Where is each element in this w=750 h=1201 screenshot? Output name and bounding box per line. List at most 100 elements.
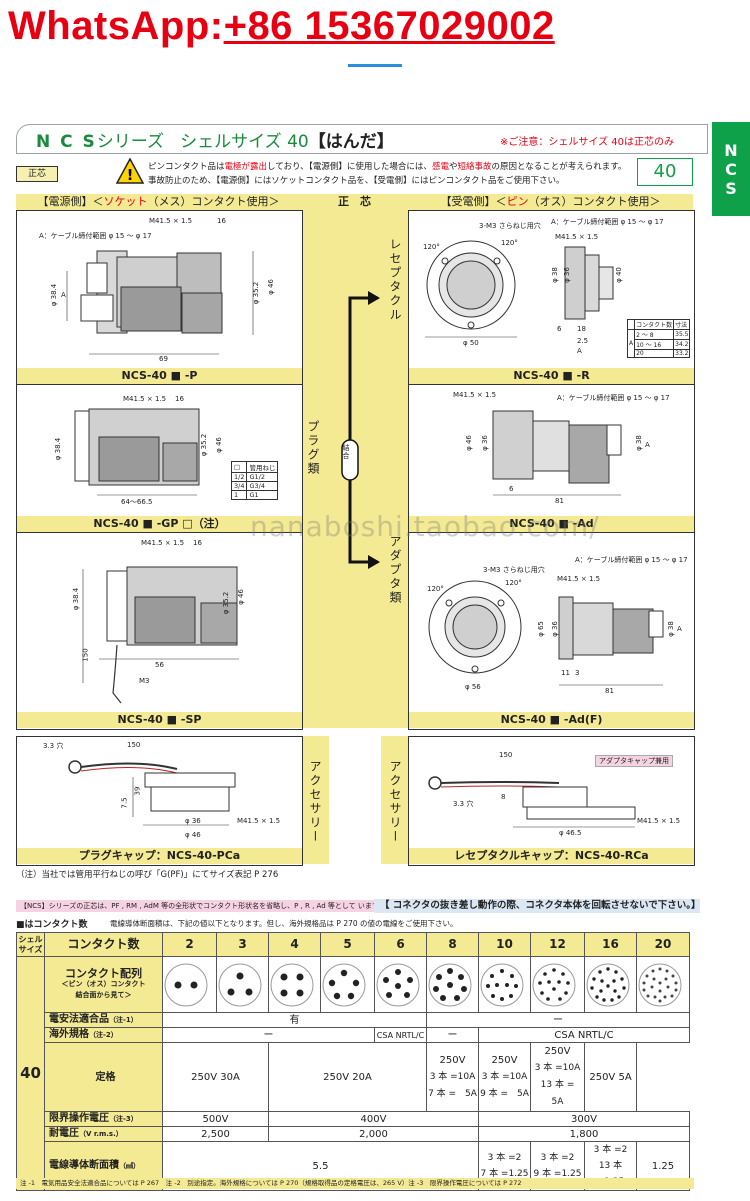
dim-table-cell: コンタクト数 <box>634 319 675 330</box>
layout-3 <box>216 956 269 1013</box>
contact-layout-icon <box>164 963 208 1006</box>
dim-label: 6 <box>509 485 514 493</box>
dim-label: 16 <box>193 539 202 547</box>
accessory-label-right-bg <box>381 736 408 864</box>
section-line: 3 本 =2 <box>593 1145 628 1155</box>
header-source-side: 【電源側】＜ソケット（メス）コンタクト使用＞ <box>16 194 301 210</box>
dim-label: 7.5 <box>120 797 129 809</box>
th-count: 5 <box>320 932 375 957</box>
th-count: 8 <box>426 932 479 957</box>
dim-label: 3.3 穴 <box>43 742 64 750</box>
series-suffix: シリーズ <box>96 132 164 152</box>
panel-adapter-adf: A：ケーブル締付範囲 φ 15 ～ φ 17 3-M3 さらねじ用穴 M41.5… <box>408 532 695 730</box>
cell-denan-yes: 有 <box>162 1012 427 1028</box>
label-accessory-right: アクセサリー <box>388 760 402 844</box>
panel-plug-p: M41.5 × 1.5 16 A：ケーブル締付範囲 φ 15 ～ φ 17 φ … <box>16 210 303 386</box>
caption-plug-gp: NCS-40 ■ -GP □（注） <box>17 516 302 532</box>
warning-text: ピンコンタクト品は <box>148 162 225 172</box>
thread-table-cell: 管用ねじ <box>246 461 279 473</box>
th-count: 4 <box>268 932 321 957</box>
cell-kaigai: ー <box>162 1027 375 1043</box>
label-plug: プラグ類 <box>306 420 320 476</box>
th-count: 16 <box>584 932 637 957</box>
cell-kaigai: ー <box>426 1027 479 1043</box>
caption-adapter-ad: NCS-40 ■ -Ad <box>409 516 694 532</box>
dim-label: 81 <box>605 687 614 695</box>
dim-label: 56 <box>155 661 164 669</box>
dim-label: 18 <box>577 325 586 333</box>
warning-line-2: 事故防止のため、【電源側】にはソケットコンタクト品を、【受電側】にはピンコンタク… <box>148 176 565 186</box>
dim-label: M41.5 × 1.5 <box>149 217 193 225</box>
side-tab-letter: C <box>725 159 737 179</box>
watermark: nanaboshi.taobao.com/ <box>250 510 600 543</box>
warning-emph: 電極が露出 <box>224 162 268 172</box>
drawing-receptacle-cap <box>428 776 636 828</box>
layout-6 <box>374 956 427 1013</box>
dim-label: A <box>577 347 582 355</box>
rating-line: 3 本 =10A <box>481 1071 528 1082</box>
dim-label: 3 <box>575 669 580 677</box>
contact-layout-icon <box>428 963 472 1006</box>
caption-plug-p: NCS-40 ■ -P <box>17 368 302 384</box>
thread-table-cell: G1/2 <box>246 472 279 482</box>
dim-label: M41.5 × 1.5 <box>555 233 599 241</box>
drawing-plug-p <box>66 250 254 355</box>
dim-label: M41.5 × 1.5 <box>141 539 185 547</box>
cell-rating: 250V 30A <box>162 1042 269 1112</box>
rating-line: 250V <box>439 1054 466 1066</box>
whatsapp-label: WhatsApp: <box>8 4 224 48</box>
cell-rating: 250V 20A <box>268 1042 427 1112</box>
header-text: 【電源側】＜ <box>37 195 104 208</box>
row-note: （注-1） <box>109 1016 138 1024</box>
warning-text: しており、【電源側】に使用した場合には、 <box>267 162 432 172</box>
layout-10 <box>478 956 531 1013</box>
cell-denan-no: ー <box>426 1012 690 1028</box>
dim-label: φ 46 <box>236 589 245 605</box>
dim-label: A：ケーブル締付範囲 φ 15 ～ φ 17 <box>575 556 688 564</box>
layout-label: コンタクト配列 <box>65 967 142 980</box>
dim-label: φ 38 <box>634 435 643 451</box>
rating-line: 9 本 = 5A <box>480 1088 529 1099</box>
dim-label: φ 36 <box>185 817 201 825</box>
cell-voltage: 400V <box>268 1111 479 1127</box>
th-contact-count: コンタクト数 <box>44 932 163 957</box>
section-line: 7 本 =1.25 <box>480 1169 529 1179</box>
caption-adapter-adf: NCS-40 ■ -Ad(F) <box>409 712 694 728</box>
dim-label: 150 <box>81 648 90 662</box>
whatsapp-number[interactable]: +86 15367029002 <box>223 4 555 48</box>
banner-divider <box>348 64 402 67</box>
row-label-denan: 電安法適合品（注-1） <box>44 1012 163 1028</box>
row-label-taiden: 耐電圧（V r.m.s.） <box>44 1126 163 1142</box>
drawing-receptacle-r <box>425 240 614 338</box>
contact-layout-icon <box>638 963 682 1006</box>
layout-8 <box>426 956 479 1013</box>
side-tab-letter: N <box>724 140 738 160</box>
dim-label: φ 36 <box>480 435 489 451</box>
section-line: 9 本 =1.25 <box>533 1169 582 1179</box>
layout-5 <box>320 956 375 1013</box>
thread-table-cell: G3/4 <box>246 481 279 491</box>
dim-label: φ 35.2 <box>222 591 231 615</box>
note-pf: （注）当社では管用平行ねじの呼び「G(PF)」にてサイズ表記 P 276 <box>16 870 279 880</box>
dim-label: φ 46 <box>214 437 223 453</box>
adapter-cap-note: アダプタキャップ兼用 <box>595 755 673 767</box>
cell-kaigai: CSA NRTL/C <box>478 1027 690 1043</box>
dim-label: φ 38.4 <box>50 283 59 307</box>
dim-label: 8 <box>501 793 506 801</box>
solder-type: 【はんだ】 <box>308 132 394 152</box>
panel-adapter-ad: M41.5 × 1.5 A：ケーブル締付範囲 φ 15 ～ φ 17 φ 46 … <box>408 384 695 534</box>
dim-table-cell: 10 ～ 16 <box>634 339 675 350</box>
row-note: （注-3） <box>109 1115 138 1123</box>
shell-size-box: 40 <box>637 158 693 186</box>
whatsapp-banner: WhatsApp:+86 15367029002 <box>8 4 555 49</box>
dim-table-cell: 2 ～ 8 <box>634 329 675 340</box>
side-tab-ncs[interactable]: N C S <box>712 122 750 216</box>
dim-label: 3-M3 さらねじ用穴 <box>483 566 545 574</box>
header-load-side: 【受電側】＜ピン（オス）コンタクト使用＞ <box>408 194 693 210</box>
rating-line: 7 本 = 5A <box>428 1088 477 1099</box>
drawing-plug-cap <box>68 760 236 826</box>
th-count: 20 <box>636 932 690 957</box>
dim-label: 150 <box>127 741 141 749</box>
